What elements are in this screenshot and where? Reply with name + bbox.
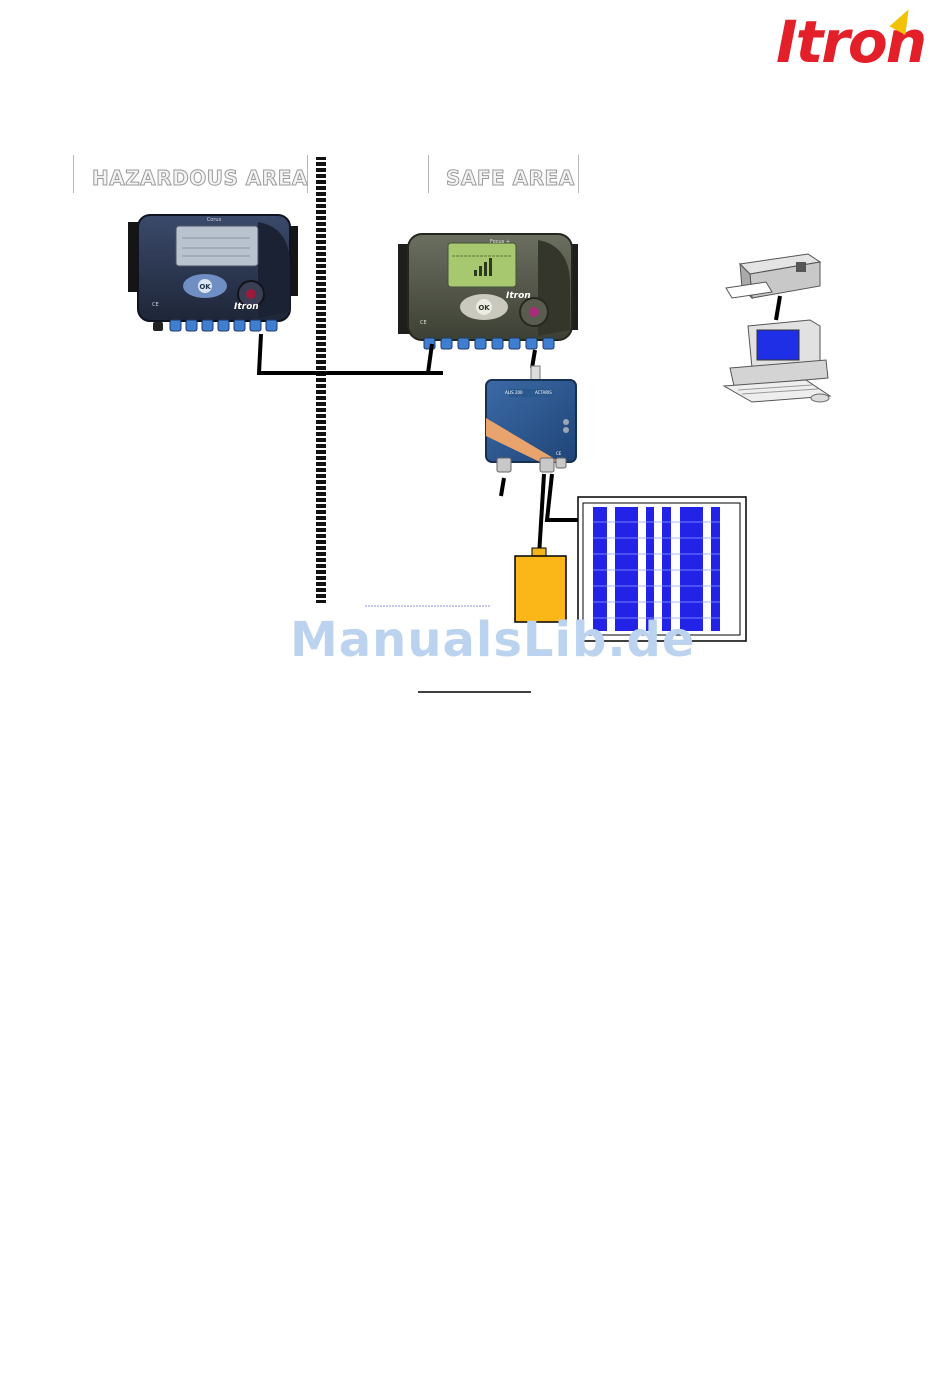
focus-mark: CE xyxy=(420,320,427,326)
watermark: ManualsLib.de xyxy=(290,612,695,668)
battery-icon xyxy=(515,548,566,622)
corus-ok: OK xyxy=(199,283,211,291)
alis-maker: ACTARIS xyxy=(535,390,552,395)
focus-ok: OK xyxy=(478,304,490,312)
corus-brand: Itron xyxy=(234,302,259,312)
focus-plus-device: Focus + OK Itron CE xyxy=(398,234,578,349)
corus-name: Corus xyxy=(207,217,222,223)
alis-barrier-box: ALIS 200 ACTARIS CE xyxy=(486,380,576,472)
focus-name: Focus + xyxy=(490,239,510,245)
alis-mark: CE xyxy=(556,451,562,456)
focus-brand: Itron xyxy=(506,291,531,301)
computer-icon xyxy=(724,320,830,402)
alis-model: ALIS 200 xyxy=(505,390,523,395)
printer-icon xyxy=(726,254,820,298)
corus-mark: CE xyxy=(152,302,159,308)
corus-device: Corus OK Itron CE xyxy=(128,215,298,331)
cable-gland xyxy=(531,366,540,380)
zone-separator xyxy=(316,157,326,603)
